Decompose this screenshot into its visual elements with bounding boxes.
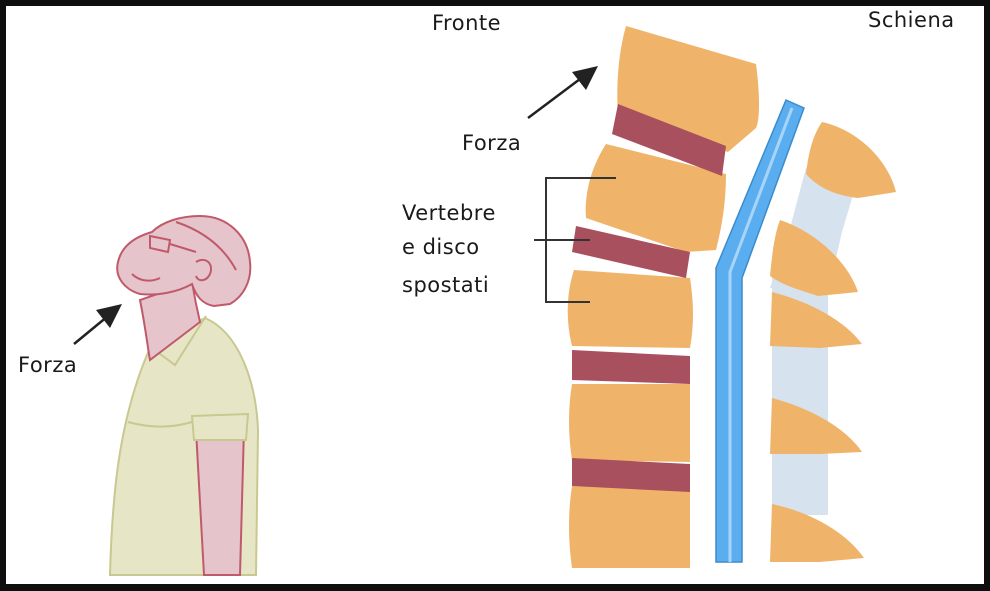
vertebra [568, 270, 693, 348]
diagram-canvas: Fronte Schiena Forza Forza Vertebre e di… [6, 6, 984, 584]
ear [196, 260, 211, 280]
vertebra [569, 486, 690, 568]
label-back: Schiena [868, 6, 955, 36]
label-force-person: Forza [18, 350, 77, 381]
arm [196, 428, 244, 575]
intervertebral-disc [572, 350, 690, 384]
intervertebral-disc [572, 458, 690, 492]
label-vertebrae-line1: Vertebre [402, 198, 496, 229]
illustration [6, 6, 984, 584]
label-force-spine: Forza [462, 128, 521, 159]
force-arrow-spine [528, 66, 598, 118]
label-front: Fronte [432, 8, 501, 39]
label-vertebrae-line2: e disco [402, 232, 480, 263]
sleeve [192, 414, 248, 440]
spine-illustration [568, 26, 896, 568]
person-figure [110, 216, 258, 575]
vertebra [569, 384, 690, 462]
force-arrow-person [74, 304, 122, 344]
label-vertebrae-line3: spostati [402, 270, 489, 301]
